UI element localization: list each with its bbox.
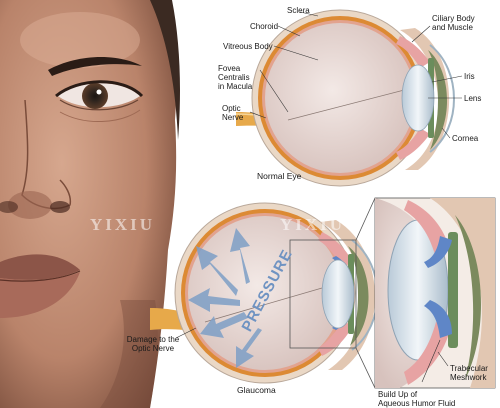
label-trabecular: Trabecular Meshwork bbox=[450, 364, 488, 382]
label-optic-nerve: Optic Nerve bbox=[222, 104, 243, 122]
label-damage-line1: Damage to the bbox=[126, 335, 180, 344]
label-trabecular-line1: Trabecular bbox=[450, 364, 488, 373]
glaucoma-eye-illustration bbox=[150, 202, 379, 384]
label-vitreous-body: Vitreous Body bbox=[223, 42, 273, 51]
label-damage-line2: Optic Nerve bbox=[131, 344, 175, 353]
pressure-arrows bbox=[188, 228, 262, 368]
caption-normal-eye: Normal Eye bbox=[257, 171, 302, 181]
label-iris: Iris bbox=[464, 72, 475, 81]
label-optic-line2: Nerve bbox=[222, 113, 244, 122]
face-eye bbox=[55, 80, 144, 111]
label-choroid: Choroid bbox=[250, 22, 279, 31]
label-damage: Damage to the Optic Nerve bbox=[118, 335, 188, 353]
watermark-left: YIXIU bbox=[90, 215, 156, 234]
label-fovea: Fovea Centralis in Macula bbox=[218, 64, 252, 91]
label-buildup: Build Up of Aqueous Humor Fluid bbox=[378, 390, 455, 408]
label-cornea: Cornea bbox=[452, 134, 479, 143]
leader-lines bbox=[175, 11, 463, 383]
caption-glaucoma: Glaucoma bbox=[237, 385, 276, 395]
label-fovea-line1: Fovea bbox=[218, 64, 241, 73]
label-trabecular-line2: Meshwork bbox=[450, 373, 487, 382]
label-ciliary: Ciliary Body and Muscle bbox=[432, 14, 475, 32]
label-lens: Lens bbox=[464, 94, 482, 103]
face-illustration bbox=[0, 0, 180, 408]
label-ciliary-line2: and Muscle bbox=[432, 23, 473, 32]
label-fovea-line3: in Macula bbox=[218, 82, 253, 91]
label-buildup-line2: Aqueous Humor Fluid bbox=[378, 399, 456, 408]
label-ciliary-line1: Ciliary Body bbox=[432, 14, 475, 23]
label-buildup-line1: Build Up of bbox=[378, 390, 418, 399]
label-sclera: Sclera bbox=[287, 6, 310, 15]
watermark-right: YIXIU bbox=[280, 215, 346, 234]
zoom-callout bbox=[289, 197, 496, 389]
normal-eye-illustration bbox=[235, 9, 455, 187]
label-fovea-line2: Centralis bbox=[218, 73, 250, 82]
label-optic-line1: Optic bbox=[222, 104, 241, 113]
face-lips bbox=[0, 254, 81, 318]
